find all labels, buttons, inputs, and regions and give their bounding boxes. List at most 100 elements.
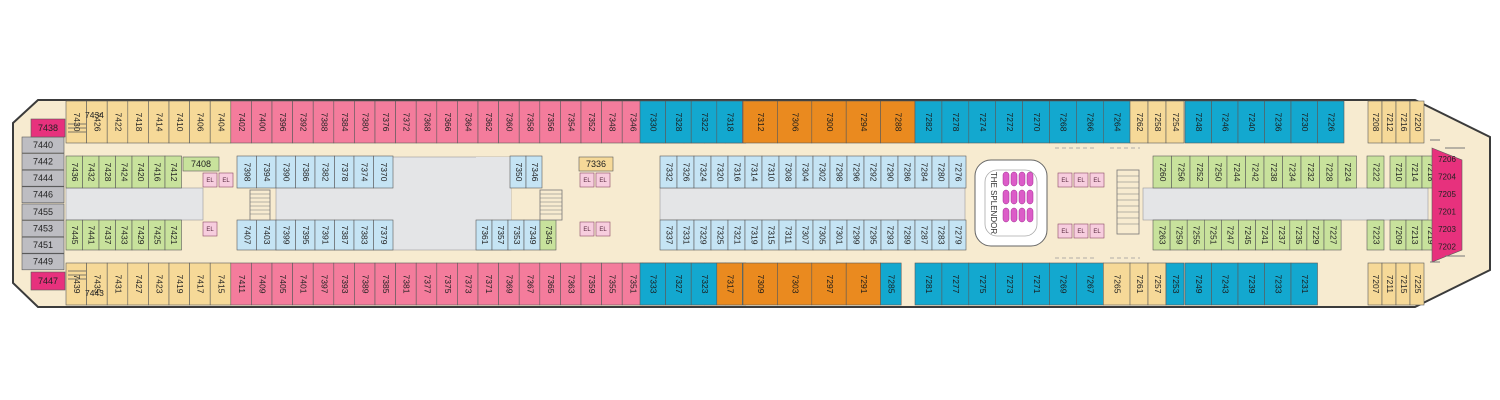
cabin-7423[interactable]: 7423	[148, 262, 170, 306]
cabin-7282[interactable]: 7282	[914, 100, 943, 144]
cabin-7416[interactable]: 7416	[148, 155, 166, 189]
cabin-7420[interactable]: 7420	[131, 155, 149, 189]
cabin-7279[interactable]: 7279	[948, 219, 967, 251]
cabin-7298[interactable]: 7298	[829, 155, 848, 189]
cabin-7319[interactable]: 7319	[744, 219, 763, 251]
cabin-7272[interactable]: 7272	[995, 100, 1023, 144]
cabin-7414[interactable]: 7414	[148, 100, 170, 144]
cabin-7326[interactable]: 7326	[676, 155, 695, 189]
cabin-7411[interactable]: 7411	[230, 262, 252, 306]
cabin-7301[interactable]: 7301	[829, 219, 848, 251]
cabin-7329[interactable]: 7329	[693, 219, 712, 251]
cabin-7239[interactable]: 7239	[1237, 262, 1265, 306]
cabin-7207[interactable]: 7207	[1367, 262, 1383, 306]
cabin-7269[interactable]: 7269	[1049, 262, 1077, 306]
cabin-7371[interactable]: 7371	[477, 262, 499, 306]
cabin-7327[interactable]: 7327	[665, 262, 692, 306]
service-room-7449[interactable]: 7449	[21, 253, 65, 271]
cabin-7422[interactable]: 7422	[106, 100, 129, 144]
cabin-7368[interactable]: 7368	[415, 100, 438, 144]
cabin-7352[interactable]: 7352	[580, 100, 602, 144]
cabin-7386[interactable]: 7386	[295, 155, 316, 189]
cabin-7264[interactable]: 7264	[1103, 100, 1131, 144]
cabin-7250[interactable]: 7250	[1208, 155, 1228, 189]
cabin-7392[interactable]: 7392	[292, 100, 314, 144]
cabin-7350[interactable]: 7350	[509, 155, 527, 189]
cabin-7364[interactable]: 7364	[457, 100, 479, 144]
cabin-7293[interactable]: 7293	[880, 219, 899, 251]
cabin-7296[interactable]: 7296	[846, 155, 865, 189]
cabin-7433[interactable]: 7433	[115, 219, 133, 251]
cabin-7320[interactable]: 7320	[710, 155, 729, 189]
cabin-7227[interactable]: 7227	[1323, 219, 1342, 251]
cabin-7203[interactable]: 7203	[1438, 225, 1456, 234]
cabin-7202[interactable]: 7202	[1438, 243, 1456, 252]
cabin-7391[interactable]: 7391	[314, 219, 335, 251]
cabin-7418[interactable]: 7418	[127, 100, 149, 144]
cabin-7242[interactable]: 7242	[1245, 155, 1265, 189]
cabin-7385[interactable]: 7385	[374, 262, 396, 306]
cabin-7209[interactable]: 7209	[1389, 219, 1407, 251]
cabin-7421[interactable]: 7421	[164, 219, 182, 251]
cabin-7273[interactable]: 7273	[995, 262, 1023, 306]
cabin-7208[interactable]: 7208	[1367, 100, 1383, 144]
cabin-7379[interactable]: 7379	[373, 219, 394, 251]
cabin-7314[interactable]: 7314	[744, 155, 763, 189]
cabin-7300[interactable]: 7300	[811, 100, 847, 144]
cabin-7435[interactable]: 7435	[86, 262, 108, 306]
cabin-7268[interactable]: 7268	[1049, 100, 1077, 144]
cabin-7259[interactable]: 7259	[1169, 219, 1188, 251]
cabin-7430[interactable]: 7430	[65, 100, 87, 144]
cabin-7236[interactable]: 7236	[1264, 100, 1292, 144]
cabin-7403[interactable]: 7403	[256, 219, 277, 251]
cabin-7294[interactable]: 7294	[845, 100, 881, 144]
cabin-7256[interactable]: 7256	[1171, 155, 1191, 189]
cabin-7295[interactable]: 7295	[863, 219, 882, 251]
cabin-7285[interactable]: 7285	[880, 262, 902, 306]
cabin-7381[interactable]: 7381	[395, 262, 417, 306]
cabin-7289[interactable]: 7289	[897, 219, 916, 251]
cabin-7378[interactable]: 7378	[334, 155, 355, 189]
cabin-7251[interactable]: 7251	[1204, 219, 1222, 251]
cabin-7210[interactable]: 7210	[1389, 155, 1407, 189]
cabin-7357[interactable]: 7357	[491, 219, 509, 251]
cabin-7241[interactable]: 7241	[1255, 219, 1273, 251]
cabin-7252[interactable]: 7252	[1189, 155, 1209, 189]
cabin-7323[interactable]: 7323	[690, 262, 718, 306]
cabin-7246[interactable]: 7246	[1211, 100, 1239, 144]
cabin-7384[interactable]: 7384	[333, 100, 355, 144]
cabin-7382[interactable]: 7382	[314, 155, 335, 189]
cabin-7370[interactable]: 7370	[373, 155, 394, 189]
cabin-7233[interactable]: 7233	[1264, 262, 1292, 306]
cabin-7419[interactable]: 7419	[168, 262, 190, 306]
cabin-7287[interactable]: 7287	[914, 219, 933, 251]
cabin-7258[interactable]: 7258	[1147, 100, 1167, 144]
cabin-7231[interactable]: 7231	[1290, 262, 1318, 306]
cabin-7369[interactable]: 7369	[498, 262, 520, 306]
cabin-7235[interactable]: 7235	[1289, 219, 1308, 251]
cabin-7325[interactable]: 7325	[710, 219, 729, 251]
cabin-7360[interactable]: 7360	[498, 100, 520, 144]
cabin-7436[interactable]: 7436	[65, 155, 83, 189]
cabin-7321[interactable]: 7321	[727, 219, 746, 251]
cabin-7237[interactable]: 7237	[1272, 219, 1291, 251]
cabin-7393[interactable]: 7393	[333, 262, 355, 306]
cabin-7292[interactable]: 7292	[863, 155, 882, 189]
cabin-7263[interactable]: 7263	[1152, 219, 1171, 251]
cabin-7283[interactable]: 7283	[931, 219, 950, 251]
cabin-7396[interactable]: 7396	[271, 100, 293, 144]
cabin-7213[interactable]: 7213	[1405, 219, 1423, 251]
cabin-7243[interactable]: 7243	[1211, 262, 1239, 306]
cabin-7387[interactable]: 7387	[334, 219, 355, 251]
cabin-7358[interactable]: 7358	[518, 100, 541, 144]
cabin-7302[interactable]: 7302	[812, 155, 831, 189]
cabin-7257[interactable]: 7257	[1147, 262, 1167, 306]
cabin-7278[interactable]: 7278	[941, 100, 970, 144]
cabin-7409[interactable]: 7409	[251, 262, 273, 306]
cabin-7265[interactable]: 7265	[1103, 262, 1131, 306]
cabin-7330[interactable]: 7330	[639, 100, 666, 144]
cabin-7245[interactable]: 7245	[1238, 219, 1256, 251]
cabin-7404[interactable]: 7404	[209, 100, 232, 144]
cabin-7367[interactable]: 7367	[518, 262, 541, 306]
cabin-7331[interactable]: 7331	[676, 219, 695, 251]
